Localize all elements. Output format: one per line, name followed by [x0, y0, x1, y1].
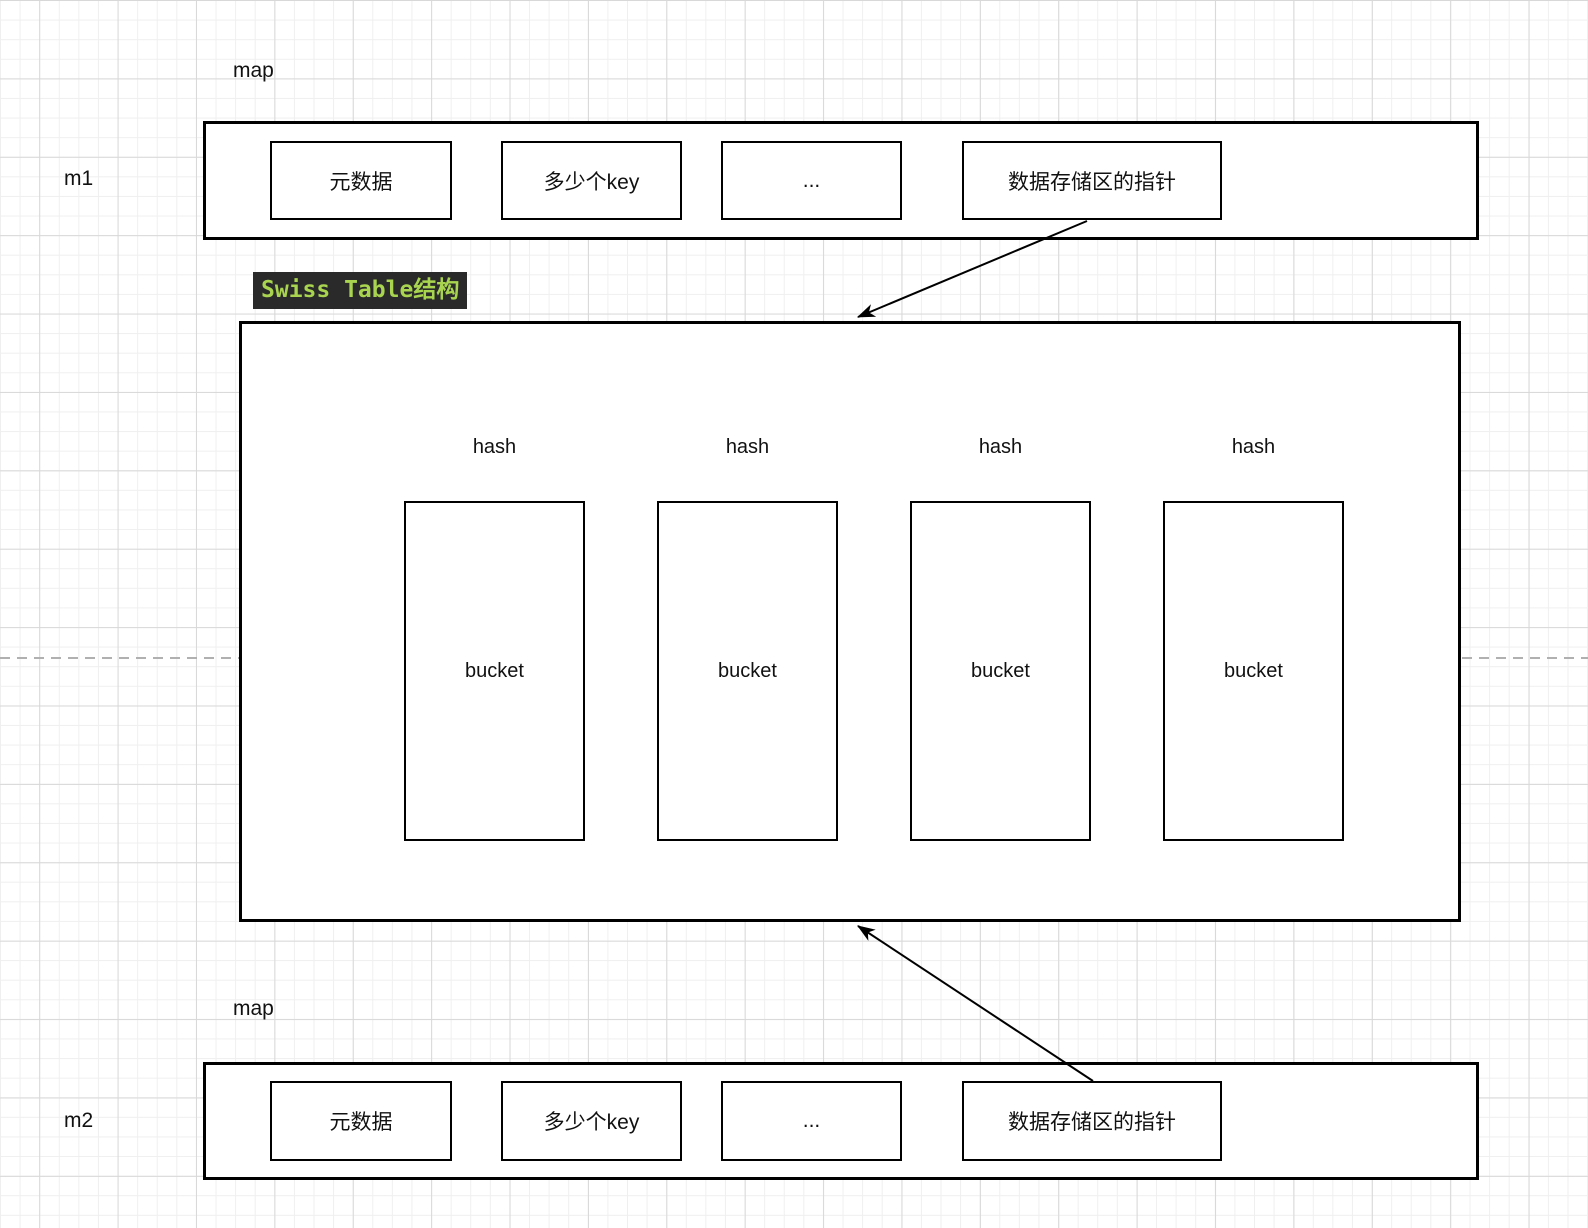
m2-cell-keycount: 多少个key — [501, 1081, 682, 1161]
m1-map-type-label: map — [233, 59, 274, 82]
swiss-table-box: hash hash hash hash bucket bucket bucket… — [239, 321, 1461, 922]
m2-map-type-label: map — [233, 997, 274, 1020]
m1-cell-data-pointer: 数据存储区的指针 — [962, 141, 1222, 220]
bucket-box-2: bucket — [657, 501, 838, 841]
hash-label-2: hash — [725, 436, 770, 458]
m1-cell-ellipsis: ... — [721, 141, 902, 220]
bucket-box-3: bucket — [910, 501, 1091, 841]
m1-struct-box: 元数据 多少个key ... 数据存储区的指针 — [203, 121, 1479, 240]
m2-cell-ellipsis: ... — [721, 1081, 902, 1161]
m2-cell-data-pointer: 数据存储区的指针 — [962, 1081, 1222, 1161]
bucket-box-1: bucket — [404, 501, 585, 841]
hash-label-1: hash — [472, 436, 517, 458]
m2-cell-metadata: 元数据 — [270, 1081, 452, 1161]
m1-instance-label: m1 — [64, 167, 94, 190]
bucket-box-4: bucket — [1163, 501, 1344, 841]
hash-label-3: hash — [978, 436, 1023, 458]
hash-label-4: hash — [1231, 436, 1276, 458]
m1-cell-keycount: 多少个key — [501, 141, 682, 220]
m2-instance-label: m2 — [64, 1109, 94, 1132]
swiss-table-title: Swiss Table结构 — [253, 272, 468, 309]
m2-struct-box: 元数据 多少个key ... 数据存储区的指针 — [203, 1062, 1479, 1180]
m1-cell-metadata: 元数据 — [270, 141, 452, 220]
arrow-m2-pointer-to-swiss-table — [857, 925, 1094, 1082]
